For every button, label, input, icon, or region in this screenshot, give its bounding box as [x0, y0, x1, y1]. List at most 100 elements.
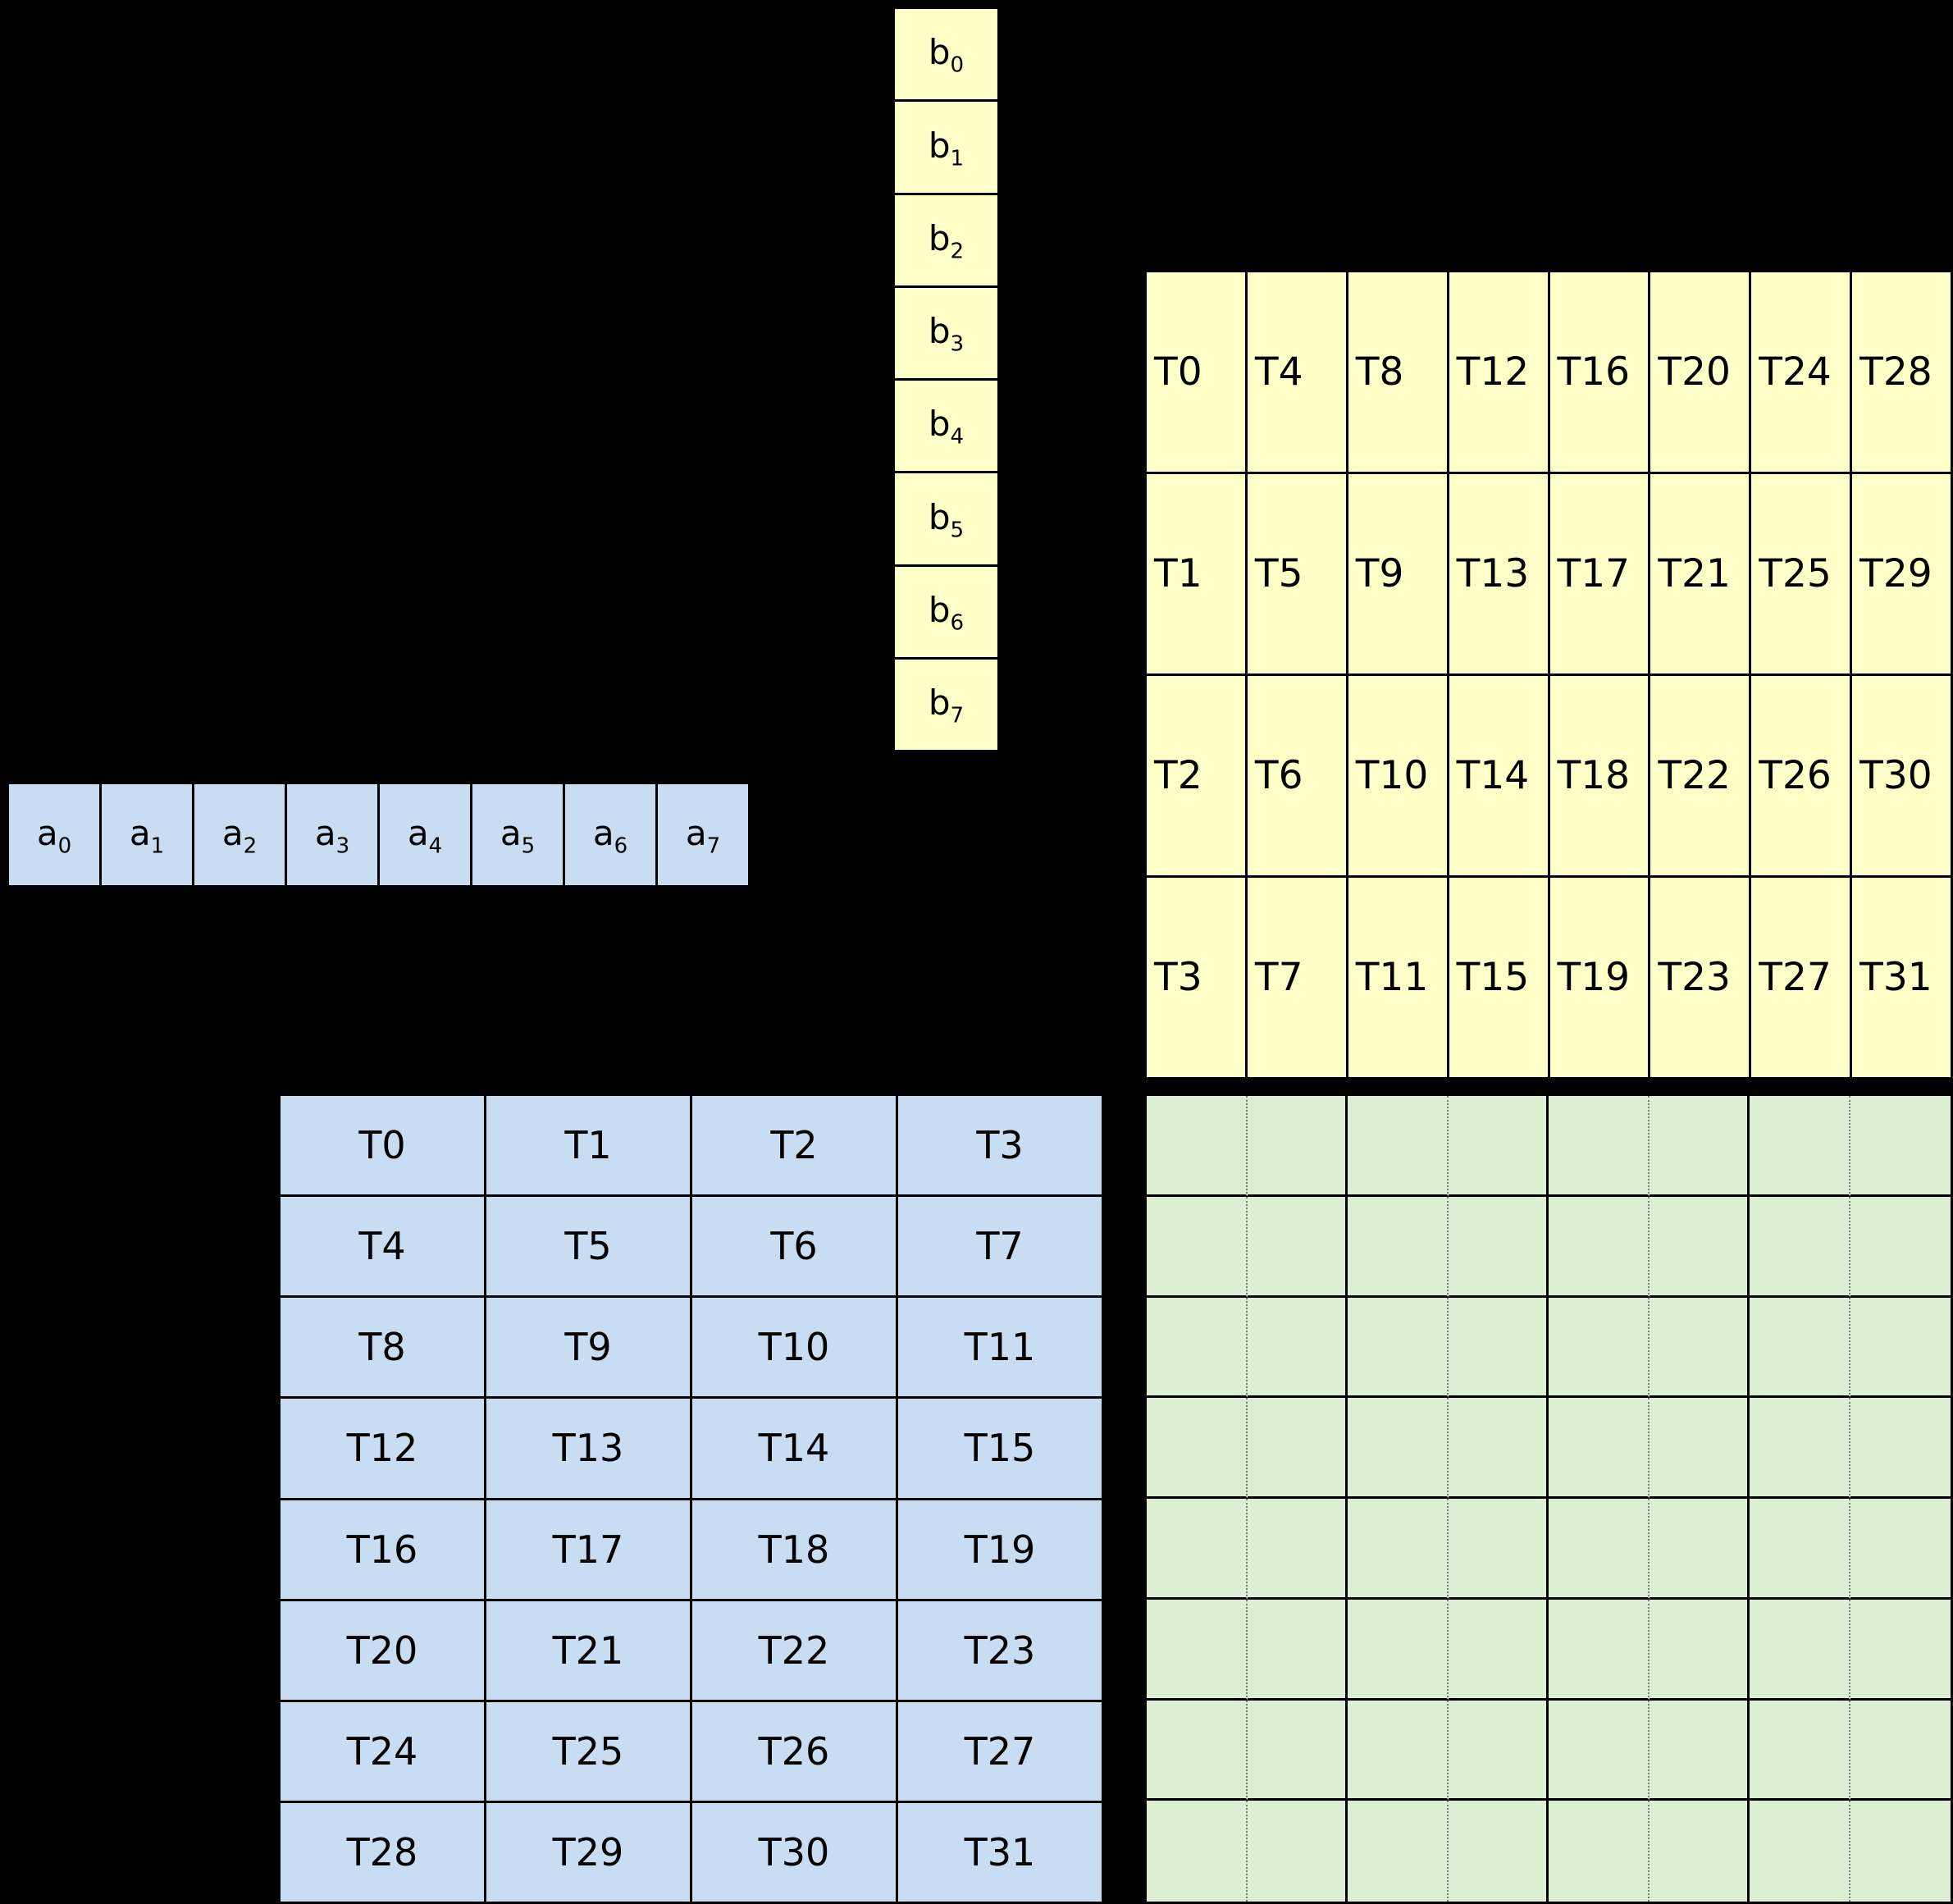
c-grid-cell [1448, 1398, 1549, 1499]
b-thread-cell: T16 [1549, 272, 1649, 472]
a-thread-cell: T19 [898, 1500, 1102, 1599]
b-thread-cell: T4 [1247, 272, 1346, 472]
b-thread-cell: T6 [1247, 676, 1346, 875]
b-thread-cell: T11 [1348, 878, 1447, 1077]
c-grid-cell [1850, 1599, 1951, 1701]
c-grid-cell [1247, 1096, 1348, 1197]
a-thread-cell: T6 [692, 1197, 896, 1296]
c-grid-cell [1649, 1398, 1750, 1499]
c-grid-cell [1247, 1499, 1348, 1600]
c-grid-cell [1448, 1599, 1549, 1701]
c-grid-cell [1247, 1700, 1348, 1801]
a-vector-cell: a2 [194, 784, 285, 885]
a-thread-cell: T9 [486, 1298, 690, 1397]
b-thread-cell: T14 [1449, 676, 1548, 875]
b-thread-cell: T13 [1449, 474, 1548, 673]
c-grid-cell [1147, 1599, 1248, 1701]
c-grid-cell [1448, 1801, 1549, 1902]
c-grid-cell [1850, 1297, 1951, 1399]
a-vector-cell: a4 [380, 784, 470, 885]
a-thread-cell: T31 [898, 1802, 1102, 1902]
b-vector-cell: b2 [895, 194, 997, 285]
a-thread-cell: T8 [281, 1298, 484, 1397]
c-grid-cell [1750, 1599, 1850, 1701]
c-grid-cell [1649, 1801, 1750, 1902]
c-grid-cell [1750, 1700, 1850, 1801]
c-grid-cell [1348, 1499, 1449, 1600]
a-vector-cell: a0 [9, 784, 99, 885]
a-thread-cell: T15 [898, 1399, 1102, 1498]
b-thread-cell: T9 [1348, 474, 1447, 673]
a-thread-cell: T1 [486, 1096, 690, 1195]
a-thread-cell: T2 [692, 1096, 896, 1195]
c-grid-cell [1649, 1096, 1750, 1197]
a-thread-cell: T20 [281, 1600, 484, 1700]
a-thread-cell: T0 [281, 1096, 484, 1195]
c-grid-cell [1448, 1700, 1549, 1801]
c-grid-cell [1147, 1196, 1248, 1298]
c-grid-cell [1549, 1297, 1650, 1399]
b-thread-cell: T19 [1549, 878, 1649, 1077]
b-thread-cell: T15 [1449, 878, 1548, 1077]
c-grid-cell [1448, 1499, 1549, 1600]
a-thread-cell: T24 [281, 1701, 484, 1801]
a-vector-cell: a3 [287, 784, 377, 885]
a-thread-cell: T18 [692, 1500, 896, 1599]
b-thread-cell: T7 [1247, 878, 1346, 1077]
b-vector-cell-label: b5 [928, 496, 965, 543]
c-grid-cell [1348, 1801, 1449, 1902]
a-vector-cell-label: a7 [685, 812, 721, 859]
a-thread-cell: T13 [486, 1399, 690, 1498]
c-grid-cell [1750, 1297, 1850, 1399]
c-grid-cell [1750, 1499, 1850, 1600]
a-vector-cell: a5 [472, 784, 563, 885]
c-grid-cell [1147, 1096, 1248, 1197]
b-vector-cell: b0 [895, 9, 997, 100]
c-grid-cell [1750, 1096, 1850, 1197]
b-vector-cell: b7 [895, 659, 997, 750]
b-thread-cell: T20 [1650, 272, 1750, 472]
b-vector-cell: b5 [895, 473, 997, 564]
c-grid-cell [1850, 1499, 1951, 1600]
b-thread-cell: T0 [1147, 272, 1245, 472]
a-vector-cell-label: a0 [36, 812, 72, 859]
c-grid-cell [1247, 1801, 1348, 1902]
a-thread-cell: T22 [692, 1600, 896, 1700]
a-thread-cell: T14 [692, 1399, 896, 1498]
c-grid-cell [1649, 1700, 1750, 1801]
a-thread-cell: T11 [898, 1298, 1102, 1397]
b-vector-cell-label: b0 [928, 32, 965, 78]
b-thread-cell: T2 [1147, 676, 1245, 875]
c-grid-cell [1348, 1196, 1449, 1298]
b-thread-cell: T23 [1650, 878, 1750, 1077]
b-thread-cell: T10 [1348, 676, 1447, 875]
b-vector-cell-label: b6 [928, 589, 965, 636]
a-vector-cell-label: a5 [500, 812, 536, 859]
c-grid-cell [1448, 1297, 1549, 1399]
a-vector-cell: a1 [102, 784, 192, 885]
c-grid-cell [1649, 1297, 1750, 1399]
c-grid-cell [1247, 1196, 1348, 1298]
c-grid-cell [1649, 1499, 1750, 1600]
a-thread-cell: T3 [898, 1096, 1102, 1195]
c-grid-cell [1247, 1599, 1348, 1701]
c-grid-cell [1850, 1398, 1951, 1499]
a-thread-cell: T26 [692, 1701, 896, 1801]
b-thread-cell: T24 [1751, 272, 1850, 472]
b-thread-cell: T8 [1348, 272, 1447, 472]
a-vector-cell: a6 [565, 784, 655, 885]
c-grid-cell [1147, 1700, 1248, 1801]
b-vector-cell: b6 [895, 566, 997, 657]
c-result-grid [1144, 1094, 1953, 1904]
c-grid-cell [1348, 1297, 1449, 1399]
b-vector-cell-label: b3 [928, 311, 965, 357]
b-thread-cell: T28 [1852, 272, 1951, 472]
c-grid-cell [1549, 1599, 1650, 1701]
b-thread-cell: T22 [1650, 676, 1750, 875]
a-thread-cell: T27 [898, 1701, 1102, 1801]
a-thread-cell: T25 [486, 1701, 690, 1801]
a-thread-cell: T29 [486, 1802, 690, 1902]
